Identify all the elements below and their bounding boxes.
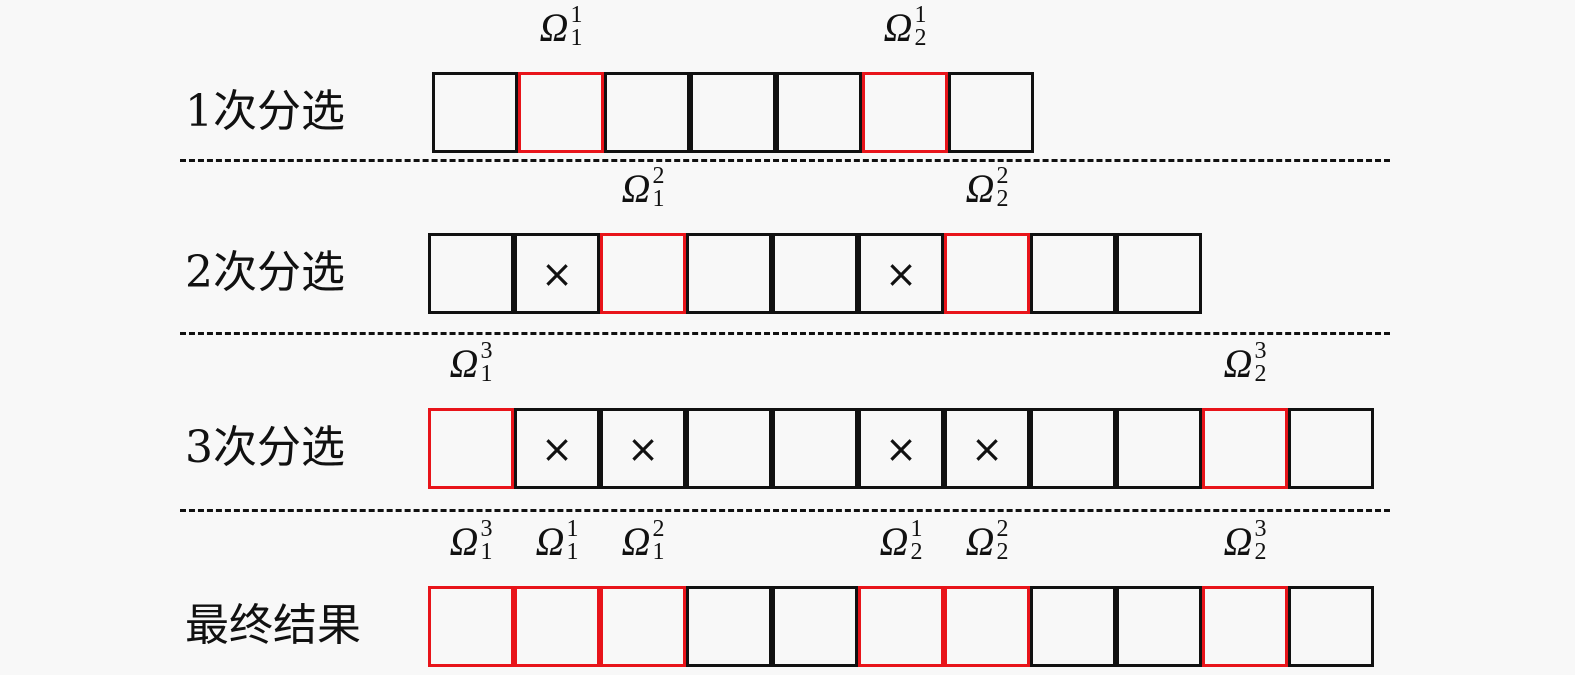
selected-cell: [514, 586, 600, 667]
omega-superscript: 2: [996, 516, 1009, 542]
cell: [1288, 586, 1374, 667]
row-divider: [180, 159, 1390, 162]
omega-subscript: 1: [652, 185, 665, 212]
omega-symbol: Ω: [535, 519, 565, 564]
omega-symbol: Ω: [449, 341, 479, 386]
omega-superscript: 1: [570, 2, 583, 28]
omega-superscript: 1: [914, 2, 927, 28]
excluded-cell: ×: [858, 408, 944, 489]
selected-cell: [1202, 586, 1288, 667]
cell: [1030, 408, 1116, 489]
selected-cell: [944, 586, 1030, 667]
cell: [1030, 586, 1116, 667]
cell: [776, 72, 862, 153]
excluded-cell: ×: [944, 408, 1030, 489]
cell: [1288, 408, 1374, 489]
selected-cell: [862, 72, 948, 153]
selected-cell: [428, 586, 514, 667]
selected-cell: [600, 586, 686, 667]
row-label: 1次分选: [185, 86, 345, 137]
cross-icon: ×: [541, 426, 573, 471]
cross-icon: ×: [885, 426, 917, 471]
cross-icon: ×: [885, 251, 917, 296]
row-label: 最终结果: [185, 600, 361, 651]
omega-subscript: 2: [996, 185, 1009, 212]
cell: [686, 408, 772, 489]
row-divider: [180, 332, 1390, 335]
selected-cell: [944, 233, 1030, 314]
cross-icon: ×: [627, 426, 659, 471]
omega-subscript: 1: [652, 538, 665, 565]
omega-subscript: 1: [480, 360, 493, 387]
cross-icon: ×: [971, 426, 1003, 471]
omega-subscript: 1: [480, 538, 493, 565]
omega-symbol: Ω: [965, 519, 995, 564]
omega-symbol: Ω: [539, 5, 569, 50]
cell: [690, 72, 776, 153]
omega-superscript: 2: [652, 516, 665, 542]
omega-superscript: 1: [566, 516, 579, 542]
selected-cell: [1202, 408, 1288, 489]
cell: [772, 586, 858, 667]
omega-superscript: 2: [996, 163, 1009, 189]
cell: [686, 586, 772, 667]
cell: [432, 72, 518, 153]
cell: [1116, 233, 1202, 314]
omega-symbol: Ω: [449, 519, 479, 564]
excluded-cell: ×: [858, 233, 944, 314]
cross-icon: ×: [541, 251, 573, 296]
cell: [604, 72, 690, 153]
selected-cell: [600, 233, 686, 314]
omega-symbol: Ω: [621, 519, 651, 564]
omega-subscript: 2: [1254, 538, 1267, 565]
cell: [1116, 586, 1202, 667]
selected-cell: [518, 72, 604, 153]
cell: [772, 233, 858, 314]
excluded-cell: ×: [514, 408, 600, 489]
cell: [948, 72, 1034, 153]
omega-symbol: Ω: [1223, 341, 1253, 386]
omega-superscript: 3: [1254, 516, 1267, 542]
omega-symbol: Ω: [965, 166, 995, 211]
omega-subscript: 2: [996, 538, 1009, 565]
selected-cell: [428, 408, 514, 489]
omega-superscript: 3: [1254, 338, 1267, 364]
omega-symbol: Ω: [1223, 519, 1253, 564]
omega-subscript: 1: [566, 538, 579, 565]
omega-symbol: Ω: [879, 519, 909, 564]
row-label: 3次分选: [185, 422, 345, 473]
omega-superscript: 1: [910, 516, 923, 542]
excluded-cell: ×: [600, 408, 686, 489]
cell: [772, 408, 858, 489]
omega-subscript: 2: [1254, 360, 1267, 387]
selected-cell: [858, 586, 944, 667]
excluded-cell: ×: [514, 233, 600, 314]
omega-subscript: 1: [570, 24, 583, 51]
cell: [686, 233, 772, 314]
omega-superscript: 2: [652, 163, 665, 189]
cell: [428, 233, 514, 314]
omega-superscript: 3: [480, 516, 493, 542]
omega-symbol: Ω: [883, 5, 913, 50]
omega-subscript: 2: [914, 24, 927, 51]
cell: [1116, 408, 1202, 489]
row-label: 2次分选: [185, 247, 345, 298]
omega-subscript: 2: [910, 538, 923, 565]
cell: [1030, 233, 1116, 314]
omega-superscript: 3: [480, 338, 493, 364]
row-divider: [180, 509, 1390, 512]
omega-symbol: Ω: [621, 166, 651, 211]
